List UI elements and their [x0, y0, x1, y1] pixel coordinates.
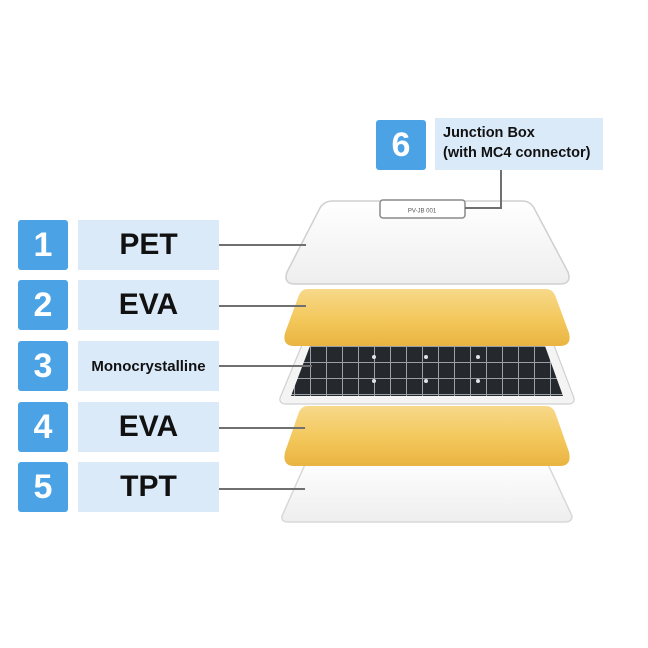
layer-5-number: 5: [18, 462, 68, 512]
layer-3-number: 3: [18, 341, 68, 391]
layer-4-label: EVA: [78, 402, 219, 452]
layer-3-label: Monocrystalline: [78, 341, 219, 391]
layer-5-label: TPT: [78, 462, 219, 512]
junction-box-callout: Junction Box (with MC4 connector): [435, 118, 603, 170]
layer-1-label: PET: [78, 220, 219, 270]
layer-4-number: 4: [18, 402, 68, 452]
eva-top-layer: [284, 289, 570, 346]
junction-box-title: Junction Box: [443, 125, 535, 141]
layer-2-number: 2: [18, 280, 68, 330]
layer-1-number: 1: [18, 220, 68, 270]
leader-lines: [219, 170, 502, 490]
cell-busbars: [372, 355, 480, 383]
junction-box-subtitle: (with MC4 connector): [443, 145, 591, 161]
layer-2-label: EVA: [78, 280, 219, 330]
junction-box-marking: PV-JB 001: [408, 209, 437, 215]
leader-line-6: [465, 170, 502, 209]
tpt-layer: [281, 459, 573, 523]
eva-bottom-layer: [284, 406, 570, 466]
monocrystalline-cells: [291, 346, 563, 396]
pet-layer: [285, 200, 570, 285]
junction-box-number: 6: [376, 120, 426, 170]
